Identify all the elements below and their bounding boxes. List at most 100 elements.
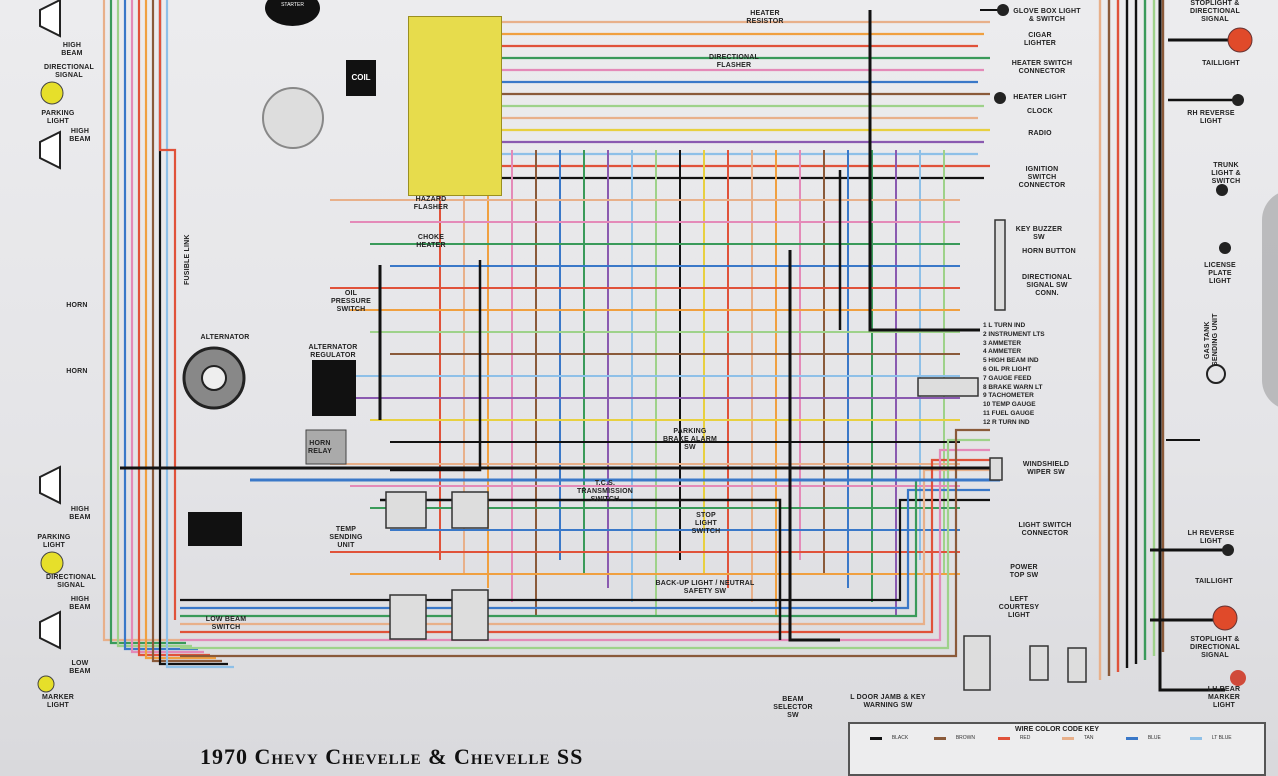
wire <box>158 0 177 620</box>
pin-label: 3 AMMETER <box>983 339 1022 347</box>
connector-block-icon <box>994 219 1006 311</box>
wire <box>158 0 228 666</box>
label-trunk-light: TRUNK LIGHT & SWITCH <box>1211 162 1241 185</box>
color-swatch <box>870 737 882 740</box>
connector-block-icon <box>451 491 489 529</box>
label-heater-switch: HEATER SWITCH CONNECTOR <box>1011 60 1073 75</box>
headlamp-icon <box>39 0 61 38</box>
label-clock: CLOCK <box>1027 108 1053 115</box>
marker-lamp-icon <box>37 675 55 693</box>
bulb-socket-icon <box>1219 242 1231 254</box>
label-marker-light: MARKER LIGHT <box>42 694 74 709</box>
label-heater-resistor: HEATER RESISTOR <box>746 10 784 25</box>
label-lh-reverse: LH REVERSE LIGHT <box>1187 530 1235 545</box>
gas-tank-sender-icon <box>1206 364 1226 384</box>
color-key-label: LT BLUE <box>1211 735 1232 741</box>
wire <box>180 498 990 602</box>
label-light-switch: LIGHT SWITCH CONNECTOR <box>1018 522 1072 537</box>
color-key-label: BROWN <box>955 735 975 741</box>
wire <box>1158 0 1225 692</box>
wire <box>123 0 198 651</box>
label-directional-signal-1: DIRECTIONAL SIGNAL <box>43 64 95 79</box>
pin-label: 4 AMMETER <box>983 348 1022 356</box>
pin-label: 10 TEMP GAUGE <box>983 401 1036 409</box>
color-swatch <box>1126 737 1138 740</box>
connector-block-icon <box>917 377 979 397</box>
color-key-label: RED <box>1019 735 1031 741</box>
distributor-icon <box>262 87 324 149</box>
wire <box>180 458 990 634</box>
label-radio: RADIO <box>1028 130 1052 137</box>
label-horn-1: HORN <box>66 302 88 309</box>
label-horn-relay: HORN RELAY <box>307 440 333 455</box>
label-wiper-switch: WINDSHIELD WIPER SW <box>1022 461 1070 476</box>
label-choke-heater: CHOKE HEATER <box>416 234 446 249</box>
label-fusible-link: FUSIBLE LINK <box>184 234 191 286</box>
ignition-coil: COIL <box>346 60 376 96</box>
horn-relay-icon <box>305 429 347 465</box>
label-parking-light-1: PARKING LIGHT <box>41 110 75 125</box>
bulb-socket-icon <box>1232 94 1244 106</box>
headlamp-icon <box>39 610 61 650</box>
label-high-beam-1: HIGH BEAM <box>61 42 83 57</box>
label-oil-pressure-switch: OIL PRESSURE SWITCH <box>330 290 372 313</box>
label-horn-button: HORN BUTTON <box>1022 248 1076 255</box>
relay-block-icon <box>188 512 242 546</box>
pin-label: 12 R TURN IND <box>983 418 1030 426</box>
bulb-socket-icon <box>1216 184 1228 196</box>
label-tcs-switch: T.C.S. TRANSMISSION SWITCH <box>576 480 634 503</box>
wire <box>151 0 222 663</box>
connector-block-icon <box>389 594 427 640</box>
label-parking-brake-switch: PARKING BRAKE ALARM SW <box>662 428 718 451</box>
label-backup-switch: BACK-UP LIGHT / NEUTRAL SAFETY SW <box>655 580 755 595</box>
pin-label: 9 TACHOMETER <box>983 392 1034 400</box>
connector-block-icon <box>385 491 427 529</box>
bulb-socket-icon <box>1222 544 1234 556</box>
pin-label: 6 OIL PR LIGHT <box>983 365 1032 373</box>
pin-label: 2 INSTRUMENT LTS <box>983 330 1045 338</box>
bulb-socket-icon <box>997 4 1009 16</box>
parking-lamp-icon <box>40 551 64 575</box>
label-taillight-2: TAILLIGHT <box>1195 578 1233 585</box>
label-lh-rear-marker: LH REAR MARKER LIGHT <box>1207 686 1241 709</box>
connector-block-icon <box>1029 645 1049 681</box>
stoplight-icon <box>1227 27 1253 53</box>
label-low-beam-switch: LOW BEAM SWITCH <box>205 616 247 631</box>
color-swatch <box>1190 737 1202 740</box>
label-stoplight-2: STOPLIGHT & DIRECTIONAL SIGNAL <box>1189 636 1241 659</box>
label-door-jamb-switch: L DOOR JAMB & KEY WARNING SW <box>850 694 926 709</box>
pin-label: 11 FUEL GAUGE <box>983 409 1035 417</box>
label-taillight-1: TAILLIGHT <box>1202 60 1240 67</box>
label-key-buzzer: KEY BUZZER SW <box>1015 226 1063 241</box>
wire <box>180 448 990 642</box>
pin-label: 5 HIGH BEAM IND <box>983 357 1039 365</box>
wire-layer <box>37 0 1253 693</box>
parking-lamp-icon <box>40 81 64 105</box>
color-key-label: BLUE <box>1147 735 1161 741</box>
instrument-pin-index: 1 L TURN IND 2 INSTRUMENT LTS 3 AMMETER … <box>983 322 1045 428</box>
color-key-label: BLACK <box>891 735 909 741</box>
label-cigar-lighter: CIGAR LIGHTER <box>1023 32 1057 47</box>
label-stoplight-1: STOPLIGHT & DIRECTIONAL SIGNAL <box>1189 0 1241 23</box>
connector-block-icon <box>1067 647 1087 683</box>
wire <box>868 10 980 332</box>
label-gas-tank: GAS TANK SENDING UNIT <box>1204 313 1219 367</box>
label-parking-light-2: PARKING LIGHT <box>37 534 71 549</box>
connector-block-icon <box>989 457 1003 481</box>
headlamp-icon <box>39 130 61 170</box>
wire <box>116 0 192 648</box>
headlamp-icon <box>39 465 61 505</box>
label-rh-reverse: RH REVERSE LIGHT <box>1187 110 1235 125</box>
label-alternator-regulator: ALTERNATOR REGULATOR <box>308 344 358 359</box>
color-swatch <box>998 737 1010 740</box>
label-glove-box: GLOVE BOX LIGHT & SWITCH <box>1013 8 1081 23</box>
label-high-beam-3: HIGH BEAM <box>69 506 91 521</box>
label-directional-switch-conn: DIRECTIONAL SIGNAL SW CONN. <box>1021 274 1073 297</box>
wire <box>390 260 482 472</box>
label-beam-selector: BEAM SELECTOR SW <box>773 696 813 719</box>
wire <box>180 438 990 650</box>
wire <box>144 0 216 660</box>
alternator-hub <box>201 365 227 391</box>
bulb-socket-icon <box>994 92 1006 104</box>
